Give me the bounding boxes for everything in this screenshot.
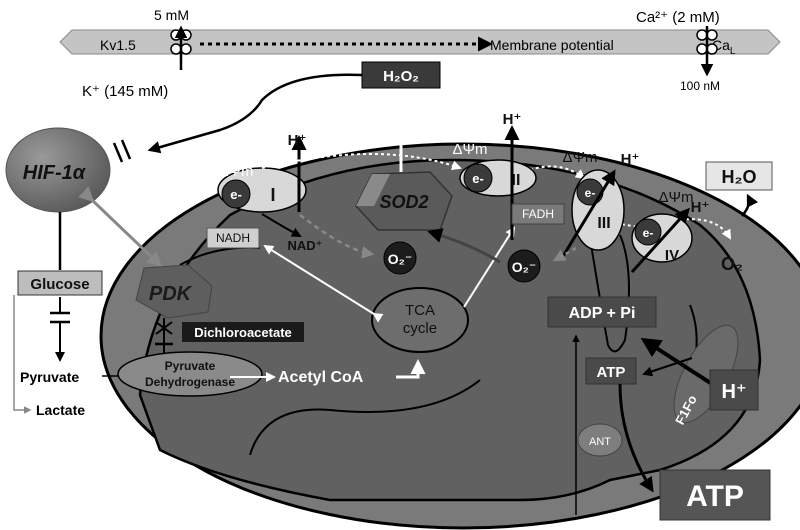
pdh-line1: Pyruvate (165, 359, 216, 373)
water-label: H₂O (722, 167, 757, 187)
ca-out-label: Ca²⁺ (2 mM) (636, 9, 720, 26)
adp-pi-box (547, 296, 657, 328)
acetyl-coa-label: Acetyl CoA (278, 369, 364, 386)
k-out-label: 5 mM (154, 7, 189, 23)
atp-output-label: ATP (686, 480, 744, 513)
superoxide-1-label: O₂⁻ (388, 251, 413, 267)
fadh-box (511, 203, 565, 225)
delta-psi-1-label: ΔΨm (218, 163, 253, 180)
plasma-membrane: Membrane potential Kv1.5 CaL (59, 29, 781, 57)
electron-2-icon (463, 163, 493, 193)
atp-inner-box (585, 357, 637, 385)
kv-channel-label: Kv1.5 (100, 37, 136, 53)
pyruvate-label: Pyruvate (20, 369, 79, 385)
superoxide-2-icon (507, 249, 541, 283)
h-plus-1-label: H⁺ (288, 132, 307, 149)
ca-channel-icon (696, 26, 718, 77)
fadh-label: FADH (522, 207, 554, 221)
complex-4-label: IV (665, 247, 679, 264)
tca-line2: cycle (403, 320, 437, 337)
pdh-node (117, 351, 263, 397)
tca-line1: TCA (405, 302, 435, 319)
lactate-label: Lactate (36, 402, 85, 418)
electron-4-icon (634, 218, 662, 246)
k-in-label: K⁺ (145 mM) (82, 83, 168, 100)
water-box (705, 161, 773, 191)
ca-in-label: 100 nM (680, 79, 720, 93)
h-plus-4-label: H⁺ (691, 199, 710, 216)
glucose-box (17, 270, 103, 296)
nad-plus-label: NAD⁺ (287, 238, 322, 253)
membrane-potential-label: Membrane potential (490, 37, 614, 53)
atp-output-box (659, 469, 771, 521)
glucose-label: Glucose (30, 276, 89, 293)
ant-node (577, 423, 623, 457)
atp-inner-label: ATP (597, 364, 626, 381)
h-plus-2-label: H⁺ (503, 111, 522, 128)
pdh-line2: Dehydrogenase (145, 375, 235, 389)
delta-psi-4-label: ΔΨm (658, 189, 693, 206)
nadh-box (206, 227, 260, 249)
complex-3-label: III (597, 215, 610, 232)
dichloroacetate-box (182, 322, 304, 342)
electron-1-label: e- (230, 187, 242, 202)
electron-3-label: e- (585, 186, 596, 200)
h-plus-atp-label: H⁺ (722, 381, 747, 403)
adp-pi-label: ADP + Pi (569, 305, 636, 322)
h-plus-atp-box (709, 369, 759, 411)
superoxide-1-icon (383, 241, 417, 275)
complex-2-label: II (512, 172, 521, 189)
superoxide-2-label: O₂⁻ (512, 259, 537, 275)
pdk-label: PDK (149, 283, 193, 305)
hif-label: HIF-1α (23, 162, 87, 184)
electron-1-icon (221, 179, 251, 209)
electron-4-label: e- (643, 226, 654, 240)
sod2-label: SOD2 (379, 192, 428, 212)
electron-2-label: e- (472, 171, 484, 186)
delta-psi-3-label: ΔΨm (562, 149, 597, 166)
pdk-node (135, 264, 213, 319)
nadh-label: NADH (216, 231, 250, 245)
h2o2-label: H₂O₂ (383, 68, 419, 85)
ant-label: ANT (589, 436, 611, 448)
dichloroacetate-label: Dichloroacetate (194, 325, 292, 340)
oxygen-label: O₂ (721, 254, 743, 274)
complex-1-label: I (270, 185, 275, 205)
delta-psi-2-label: ΔΨm (452, 141, 487, 158)
h-plus-3-label: H⁺ (621, 151, 640, 168)
kv-channel-icon (170, 25, 192, 70)
